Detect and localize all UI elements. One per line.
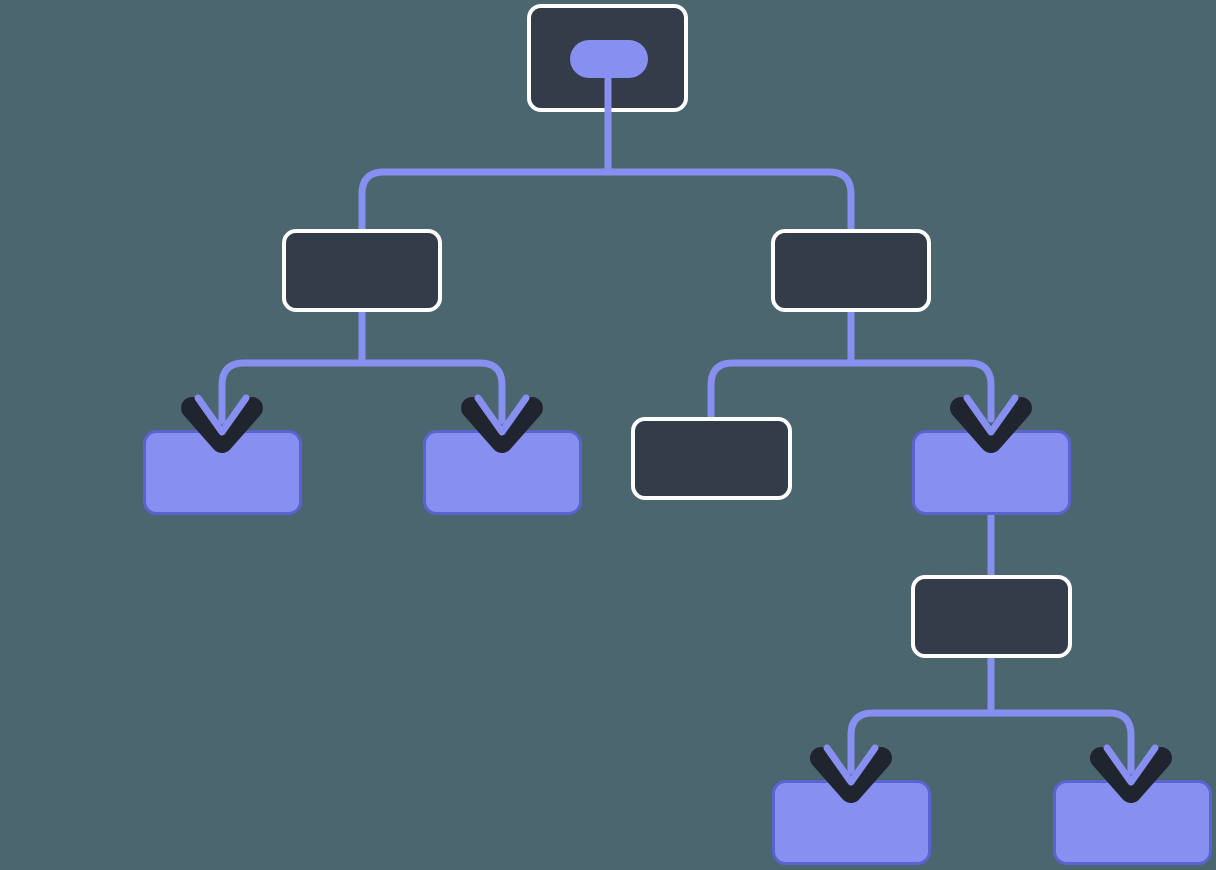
node-layer [143, 4, 1212, 865]
arrowhead-into-level3-leaf-a [181, 394, 263, 453]
level2-right-node-shape[interactable] [771, 229, 931, 312]
arrowhead-dark-chevron [1090, 747, 1172, 803]
arrowhead-purple-chevron [823, 744, 879, 786]
arrowhead-dark-chevron [181, 397, 263, 453]
arrowhead-into-level3-leaf-b [461, 394, 543, 453]
connector-level2left-to-level3-branch-1 [218, 359, 366, 436]
connector-root-to-level2-branch-1 [358, 168, 612, 233]
arrowhead-into-level5-leaf-right [1090, 744, 1172, 803]
connector-level4-to-level5-branch-2 [987, 709, 1135, 786]
arrowhead-purple-chevron [474, 394, 530, 436]
connector-level2right-to-level3-branch-2 [847, 359, 995, 423]
level4-dark-node[interactable] [911, 575, 1072, 658]
level3-dark-node[interactable] [631, 417, 792, 500]
connector-level2left-to-level3-branch-2 [358, 359, 506, 436]
arrowhead-purple-chevron [194, 394, 250, 436]
root-node-pill-badge [570, 40, 648, 78]
arrowhead-dark-chevron [461, 397, 543, 453]
connector-layer [218, 108, 1135, 786]
connector-level2right-to-level3-branch-1 [707, 359, 855, 423]
level4-dark-node-shape[interactable] [911, 575, 1072, 658]
arrowhead-dark-chevron [810, 747, 892, 803]
connector-root-to-level2-branch-2 [604, 168, 855, 233]
level2-left-node[interactable] [282, 229, 442, 312]
level2-right-node[interactable] [771, 229, 931, 312]
root-node[interactable] [527, 4, 688, 112]
arrowhead-into-level5-leaf-left [810, 744, 892, 803]
arrowhead-dark-chevron [950, 397, 1032, 453]
arrowhead-layer [181, 394, 1172, 803]
connector-level4-to-level5-branch-1 [847, 709, 995, 786]
arrowhead-purple-chevron [1103, 744, 1159, 786]
arrowhead-into-level3-leaf-d [950, 394, 1032, 453]
level2-left-node-shape[interactable] [282, 229, 442, 312]
level3-dark-node-shape[interactable] [631, 417, 792, 500]
arrowhead-purple-chevron [963, 394, 1019, 436]
